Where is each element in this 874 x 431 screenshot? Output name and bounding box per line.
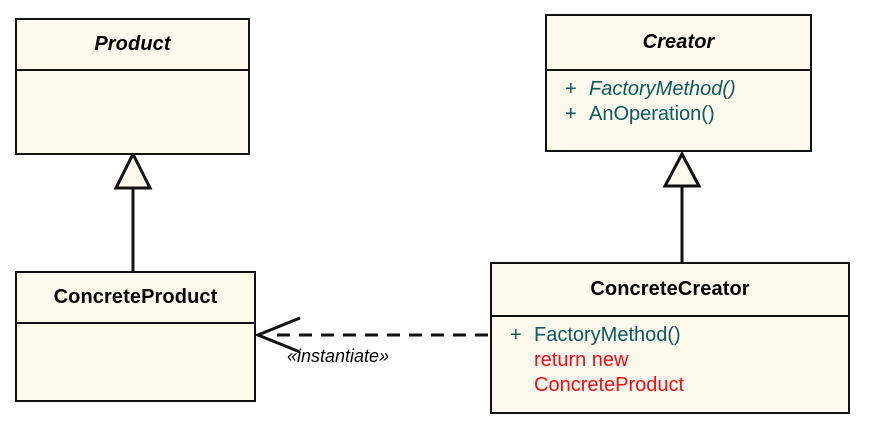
code-indent-spacer <box>492 348 534 373</box>
class-title-row-product: Product <box>17 20 248 71</box>
code-line: ConcreteProduct <box>492 373 848 398</box>
class-body-concreteproduct <box>17 324 254 400</box>
code-line: return new <box>492 348 848 373</box>
class-box-creator[interactable]: Creator + FactoryMethod() + AnOperation(… <box>545 14 812 152</box>
class-body-product <box>17 71 248 153</box>
member-name: AnOperation() <box>589 103 715 125</box>
member-row: + AnOperation() <box>547 102 810 127</box>
visibility-marker: + <box>510 324 522 346</box>
class-body-creator: + FactoryMethod() + AnOperation() <box>547 71 810 150</box>
generalization-concreteproduct-to-product <box>113 150 153 272</box>
class-box-concretecreator[interactable]: ConcreteCreator + FactoryMethod() return… <box>490 262 850 414</box>
class-name-concreteproduct: ConcreteProduct <box>53 286 218 308</box>
generalization-triangle-left <box>113 150 153 190</box>
member-name: FactoryMethod() <box>534 324 681 346</box>
class-body-concretecreator: + FactoryMethod() return new ConcretePro… <box>492 317 848 412</box>
visibility-marker: + <box>565 78 577 100</box>
class-name-concretecreator: ConcreteCreator <box>590 278 750 300</box>
generalization-triangle-right <box>662 150 702 188</box>
code-indent-spacer <box>492 373 534 398</box>
visibility-marker: + <box>565 103 577 125</box>
generalization-concretecreator-to-creator <box>662 150 702 262</box>
code-line-text: ConcreteProduct <box>534 374 685 396</box>
member-row: + FactoryMethod() <box>547 77 810 102</box>
member-row: + FactoryMethod() <box>492 323 848 348</box>
member-name: FactoryMethod() <box>589 78 736 100</box>
code-line-text: return new <box>534 349 629 371</box>
class-box-product[interactable]: Product <box>15 18 250 155</box>
class-title-row-concreteproduct: ConcreteProduct <box>17 273 254 324</box>
class-name-creator: Creator <box>642 31 715 53</box>
class-title-row-concretecreator: ConcreteCreator <box>492 264 848 317</box>
class-box-concreteproduct[interactable]: ConcreteProduct <box>15 271 256 402</box>
class-name-product: Product <box>94 33 171 55</box>
class-title-row-creator: Creator <box>547 16 810 71</box>
dependency-stereotype-label: «instantiate» <box>287 346 390 366</box>
